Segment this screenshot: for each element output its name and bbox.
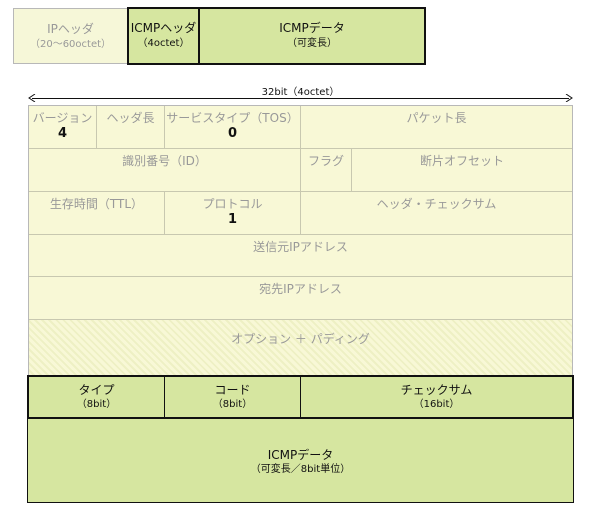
col-divider [96,106,97,148]
field-ihl-label: ヘッダ長 [106,111,155,125]
col-divider [351,149,352,191]
col-divider [300,106,301,234]
legend-ip-header-size: （20～60octet） [29,39,112,50]
icmp-type-label: タイプ [78,383,115,397]
icmp-col-divider [164,377,165,417]
icmp-checksum-label: チェックサム [400,383,473,397]
row-divider [29,319,572,320]
width-arrow: 32bit（4octet） [28,86,573,106]
field-protocol: プロトコル 1 [165,192,300,234]
field-ihl: ヘッダ長 [97,106,164,148]
icmp-data-row: ICMPデータ （可変長／8bit単位） [27,419,574,503]
legend-icmp-header-size: （4octet） [137,38,190,49]
field-total-length-label: パケット長 [406,111,467,125]
ip-options-label: オプション ＋ パディング [231,332,370,346]
col-divider [164,192,165,234]
icmp-field-type: タイプ （8bit） [29,377,164,417]
icmp-checksum-size: （16bit） [413,399,460,410]
icmp-code-label: コード [214,383,251,397]
icmp-field-code: コード （8bit） [165,377,300,417]
icmp-data-size: （可変長／8bit単位） [250,464,351,475]
field-ttl: 生存時間（TTL） [29,192,164,234]
field-fragment-offset: 断片オフセット [352,149,572,191]
field-tos: サービスタイプ（TOS） 0 [165,106,300,148]
field-destination-ip: 宛先IPアドレス [29,277,572,319]
icmp-data-label: ICMPデータ [267,448,334,462]
width-arrow-line [32,98,569,99]
field-total-length: パケット長 [301,106,572,148]
field-flags-label: フラグ [307,154,344,168]
field-tos-value: 0 [227,126,238,141]
legend-icmp-data-size: （可変長） [287,38,337,49]
field-identification: 識別番号（ID） [29,149,300,191]
icmp-col-divider [300,377,301,417]
legend-icmp-header-title: ICMPヘッダ [130,21,197,35]
legend-icmp-data-title: ICMPデータ [279,21,345,35]
field-source-ip-label: 送信元IPアドレス [253,240,348,254]
field-fragment-offset-label: 断片オフセット [419,154,504,168]
field-ttl-label: 生存時間（TTL） [49,197,144,211]
field-protocol-value: 1 [227,212,238,227]
field-identification-label: 識別番号（ID） [122,154,207,168]
field-source-ip: 送信元IPアドレス [29,235,572,276]
field-version-value: 4 [57,126,68,141]
field-flags: フラグ [301,149,351,191]
legend-ip-header: IPヘッダ （20～60octet） [13,8,128,64]
col-divider [164,106,165,148]
width-label: 32bit（4octet） [261,87,340,98]
field-tos-label: サービスタイプ（TOS） [166,111,299,125]
row-divider [29,276,572,277]
field-version-label: バージョン [32,111,93,125]
icmp-field-checksum: チェックサム （16bit） [301,377,572,417]
field-destination-ip-label: 宛先IPアドレス [259,282,342,296]
legend-icmp-data: ICMPデータ （可変長） [198,7,426,65]
field-header-checksum-label: ヘッダ・チェックサム [376,197,497,211]
field-protocol-label: プロトコル [202,197,263,211]
ip-options-row: オプション ＋ パディング [29,319,572,376]
field-version: バージョン 4 [29,106,96,148]
icmp-type-size: （8bit） [76,399,117,410]
row-divider [29,234,572,235]
icmp-code-size: （8bit） [212,399,253,410]
legend-icmp-header: ICMPヘッダ （4octet） [127,7,200,65]
arrow-right-icon [565,94,573,102]
field-header-checksum: ヘッダ・チェックサム [301,192,572,234]
legend-ip-header-title: IPヘッダ [47,22,94,36]
arrow-left-icon [28,94,36,102]
